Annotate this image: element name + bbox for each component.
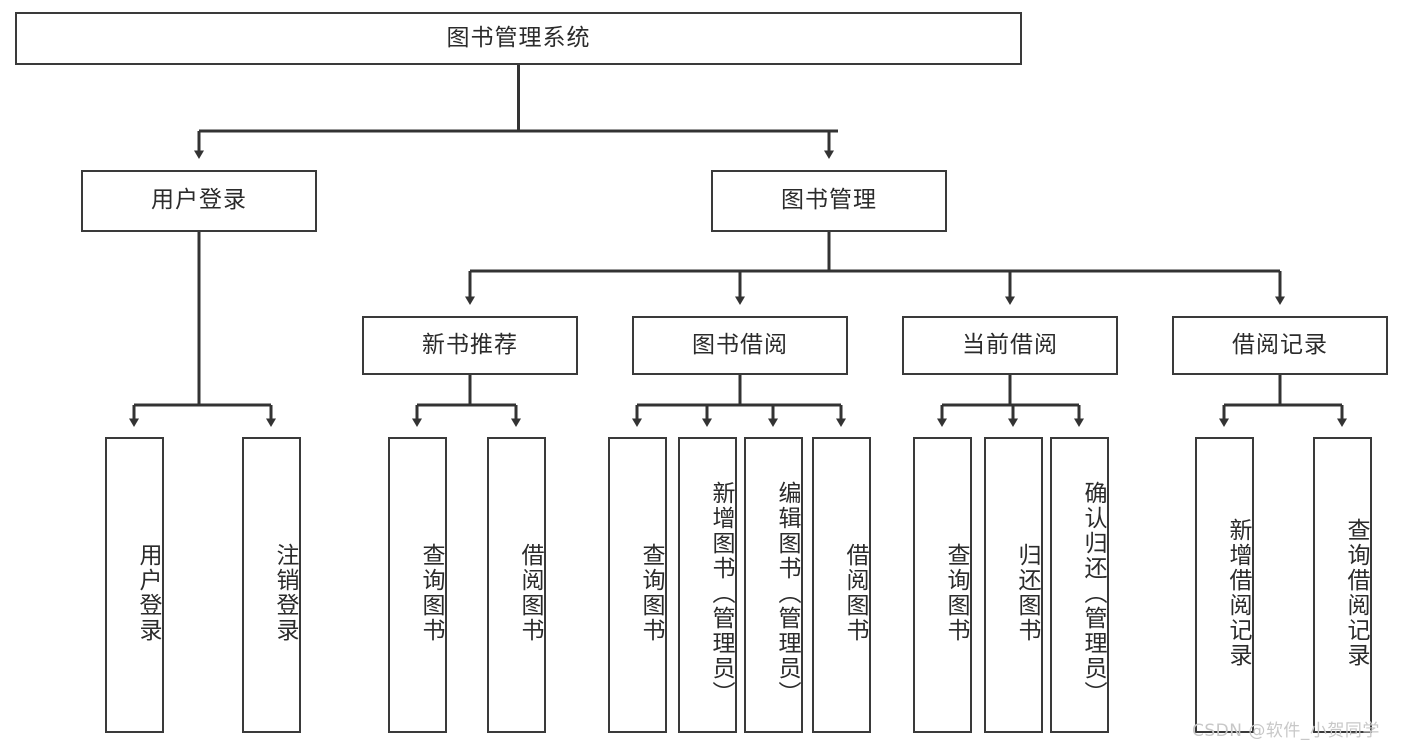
node-new-book-recommend[interactable]: 新书推荐 (362, 316, 578, 375)
node-leaf-add-borrow-record[interactable]: 新增借阅记录 (1195, 437, 1254, 733)
node-leaf-label: 注销登录 (272, 543, 298, 643)
node-leaf-label: 确认归还（管理员） (1080, 480, 1106, 706)
node-leaf-return-book[interactable]: 归还图书 (984, 437, 1043, 733)
node-leaf-label: 新增借阅记录 (1225, 518, 1251, 668)
node-leaf-label: 用户登录 (135, 543, 161, 643)
node-leaf-label: 查询图书 (418, 543, 444, 643)
node-borrow-records[interactable]: 借阅记录 (1172, 316, 1388, 375)
node-book-borrow[interactable]: 图书借阅 (632, 316, 848, 375)
node-current-borrow[interactable]: 当前借阅 (902, 316, 1118, 375)
node-leaf-label: 查询图书 (943, 543, 969, 643)
csdn-watermark: CSDN @软件_小贺同学 (1192, 721, 1380, 741)
node-leaf-query-borrow-record[interactable]: 查询借阅记录 (1313, 437, 1372, 733)
node-leaf-query-book-recommend[interactable]: 查询图书 (388, 437, 447, 733)
node-leaf-edit-book-admin[interactable]: 编辑图书（管理员） (744, 437, 803, 733)
node-leaf-logout[interactable]: 注销登录 (242, 437, 301, 733)
node-leaf-label: 借阅图书 (842, 543, 868, 643)
node-leaf-label: 查询借阅记录 (1343, 518, 1369, 668)
node-leaf-query-book-borrow[interactable]: 查询图书 (608, 437, 667, 733)
node-leaf-label: 编辑图书（管理员） (774, 480, 800, 706)
node-leaf-label: 归还图书 (1014, 543, 1040, 643)
node-leaf-borrow-book[interactable]: 借阅图书 (812, 437, 871, 733)
node-leaf-label: 新增图书（管理员） (708, 480, 734, 706)
node-leaf-user-login[interactable]: 用户登录 (105, 437, 164, 733)
node-book-management[interactable]: 图书管理 (711, 170, 947, 232)
node-leaf-label: 借阅图书 (517, 543, 543, 643)
node-leaf-confirm-return-admin[interactable]: 确认归还（管理员） (1050, 437, 1109, 733)
node-user-login[interactable]: 用户登录 (81, 170, 317, 232)
node-leaf-add-book-admin[interactable]: 新增图书（管理员） (678, 437, 737, 733)
node-root-system[interactable]: 图书管理系统 (15, 12, 1022, 65)
node-leaf-query-book-current[interactable]: 查询图书 (913, 437, 972, 733)
node-leaf-label: 查询图书 (638, 543, 664, 643)
node-leaf-borrow-book-recommend[interactable]: 借阅图书 (487, 437, 546, 733)
